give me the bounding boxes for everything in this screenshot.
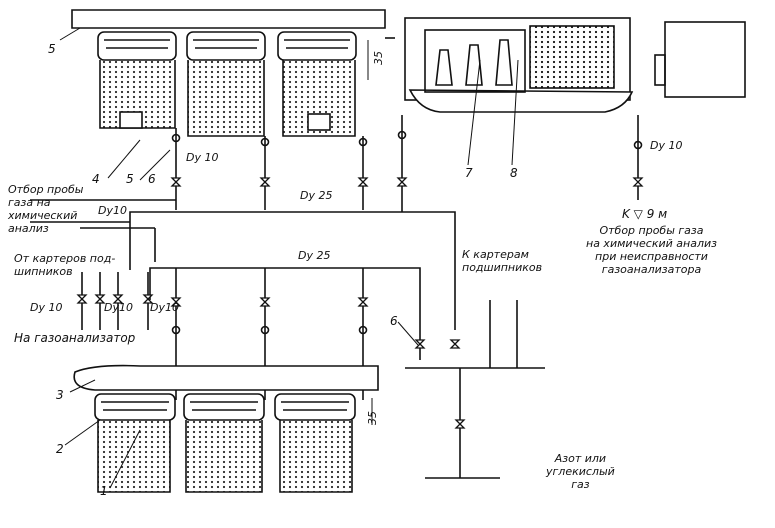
gas-analyzer-cabinet <box>404 17 634 113</box>
bottom-transformer-1 <box>94 393 176 493</box>
label-dy10-right: Dy 10 <box>650 139 683 152</box>
dimension-bottom: 35 <box>366 411 379 425</box>
upper-header-pipe <box>129 211 456 330</box>
label-dy10-sample: Dy10 <box>98 204 127 217</box>
sample-note-line4: анализ <box>8 222 49 235</box>
bearing-note: От картеров под- шипников <box>14 252 115 278</box>
bottom-platform <box>73 364 379 391</box>
callout-6-right: 6 <box>390 314 398 328</box>
callout-5-left: 5 <box>126 172 134 186</box>
sample-note-line1: Отбор пробы <box>8 183 84 196</box>
sample-note: Отбор пробы газа на химический анализ <box>8 183 83 235</box>
callout-5-top: 5 <box>48 42 56 56</box>
right-sample-note: Отбор пробы газа на химический анализ пр… <box>586 224 717 276</box>
label-dy10-b: Dy10 <box>104 301 133 314</box>
callout-2: 2 <box>56 442 64 456</box>
top-platform <box>71 9 386 29</box>
right-note-line3: при неисправности <box>595 250 708 263</box>
nitrogen-note: Азот или углекислый газ <box>546 452 615 491</box>
callout-3: 3 <box>56 388 64 402</box>
nitrogen-line1: Азот или <box>554 452 607 465</box>
nitrogen-line3: газ <box>571 478 590 491</box>
top-transformer-2 <box>186 31 266 137</box>
sample-note-line2: газа на <box>8 196 51 209</box>
top-transformer-3 <box>277 31 357 137</box>
label-level: K ▽ 9 м <box>622 207 668 221</box>
bearing-note-line1: От картеров под- <box>14 252 116 265</box>
label-dy25-upper: Dy 25 <box>300 189 333 202</box>
right-note-line4: газоанализатора <box>601 263 702 276</box>
label-dy10-a: Dy 10 <box>30 301 63 314</box>
callout-1: 1 <box>100 484 108 498</box>
callout-7: 7 <box>465 166 473 180</box>
to-bearings-line2: подшипников <box>462 261 543 274</box>
sample-note-line3: химический <box>8 209 78 222</box>
right-note-line1: Отбор пробы газа <box>599 224 704 237</box>
callout-6-left: 6 <box>148 172 156 186</box>
label-dy10-c: Dy10 <box>150 301 179 314</box>
top-transformer-1 <box>97 31 177 129</box>
bearing-note-line2: шипников <box>14 265 73 278</box>
label-dy25-lower: Dy 25 <box>298 249 331 262</box>
label-gas-analyzer: На газоанализатор <box>14 331 136 345</box>
callout-4: 4 <box>92 172 100 186</box>
bottom-transformer-3 <box>274 393 356 493</box>
dimension-top: 35 <box>372 51 385 65</box>
to-bearings-note: К картерам подшипников <box>462 248 542 274</box>
bottom-transformer-2 <box>183 393 265 493</box>
to-bearings-line1: К картерам <box>462 248 529 261</box>
nitrogen-line2: углекислый <box>546 465 615 478</box>
lower-header-pipe <box>149 267 421 360</box>
right-note-line2: на химический анализ <box>586 237 717 250</box>
callout-8: 8 <box>510 166 518 180</box>
control-cabinet <box>654 21 746 98</box>
label-dy10-top: Dy 10 <box>186 151 219 164</box>
